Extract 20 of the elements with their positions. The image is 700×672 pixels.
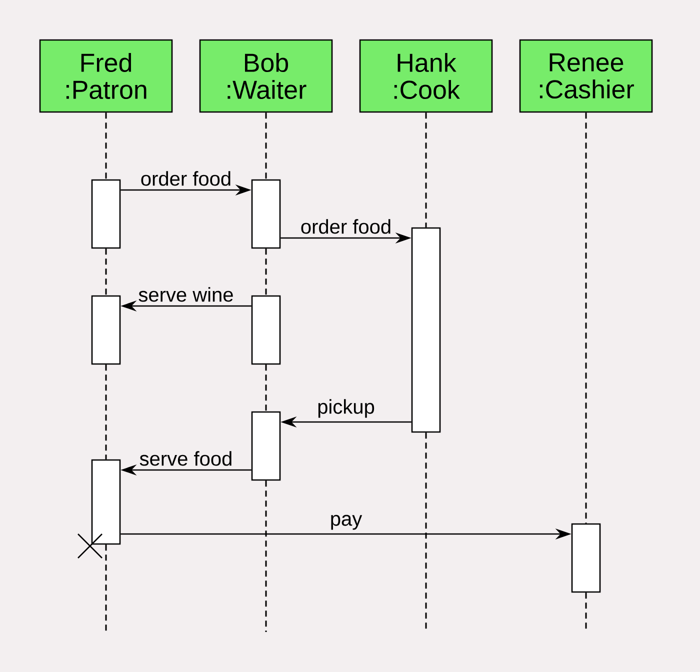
participant-box: Renee :Cashier (519, 39, 653, 113)
activation-bar (91, 179, 121, 249)
activation-bar (571, 523, 601, 593)
activation-bar (251, 411, 281, 481)
activation-bar (91, 459, 121, 545)
activation-bar (251, 295, 281, 365)
activation-bar (411, 227, 441, 433)
activation-bar (251, 179, 281, 249)
message-label: serve wine (138, 287, 233, 302)
message-label: order food (141, 171, 230, 186)
message-label: serve food (140, 451, 232, 466)
message-label: order food (301, 219, 390, 234)
participant-box: Bob :Waiter (199, 39, 333, 113)
lifeline (265, 112, 267, 633)
activation-bar (91, 295, 121, 365)
participant-box: Hank :Cook (359, 39, 493, 113)
participant-box: Fred :Patron (39, 39, 173, 113)
message-label: pay (331, 514, 362, 530)
message-label: pickup (318, 399, 374, 418)
lifeline (105, 112, 107, 633)
